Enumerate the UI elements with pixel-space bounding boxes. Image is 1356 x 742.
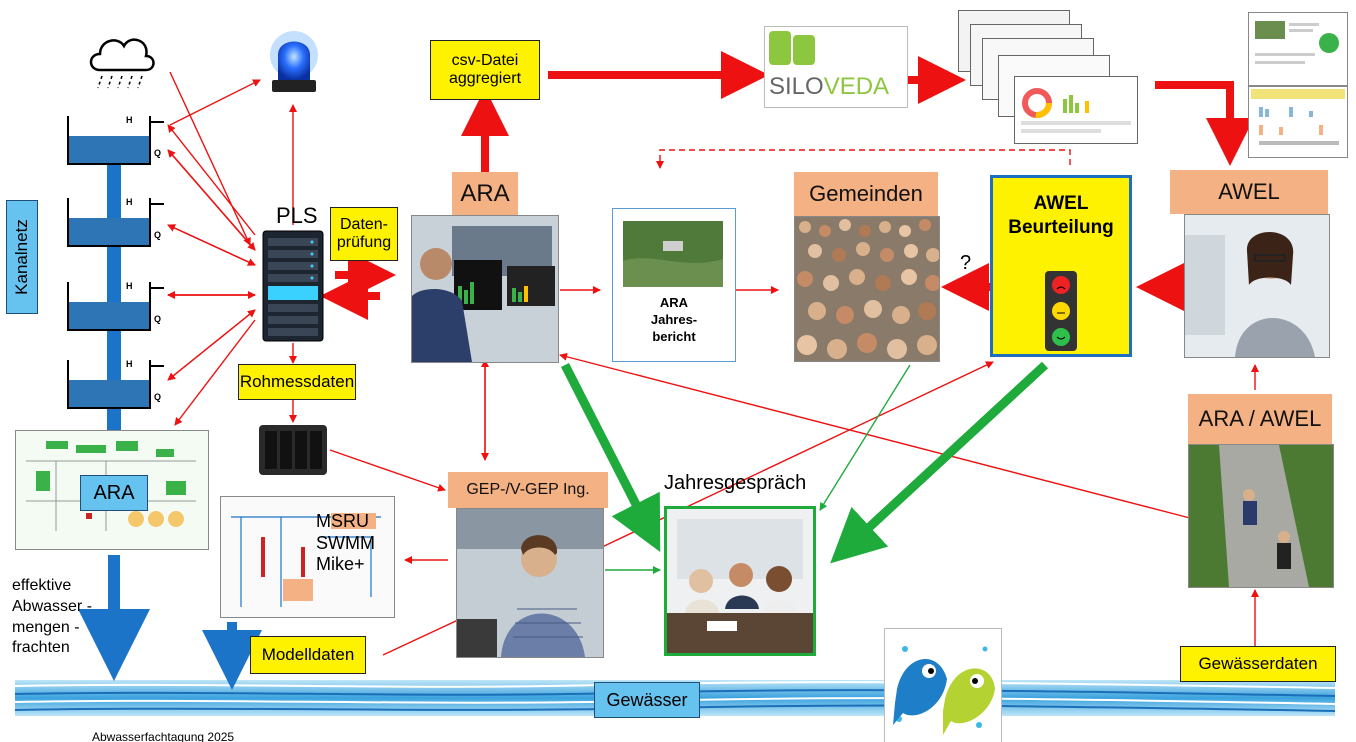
report-line-2: Jahres- (650, 311, 698, 327)
ara-operator-photo (411, 215, 559, 363)
meeting-photo (664, 506, 816, 656)
ara-plant-schematic: ARA (15, 430, 209, 550)
traffic-light-icon (1041, 270, 1081, 352)
ara-awel-title: ARA / AWEL (1188, 394, 1332, 444)
dashboard-stack (958, 10, 1138, 145)
ara-title: ARA (452, 172, 518, 216)
ara-annual-report: ARA Jahres- bericht (612, 208, 736, 362)
csv-aggregated-box: csv-Datei aggregiert (430, 40, 540, 100)
report-line-1: ARA (659, 295, 689, 310)
gep-title: GEP-/V-GEP Ing. (448, 472, 608, 508)
report-page-1 (1248, 12, 1348, 86)
tank-h-label: H (126, 359, 133, 369)
server-rack-icon (262, 230, 324, 342)
fish-icon (884, 628, 1002, 742)
awel-beurteilung-box: AWEL Beurteilung (990, 175, 1132, 357)
storage-box-icon (258, 424, 328, 476)
jahresgespraech-label: Jahresgespräch (664, 472, 807, 494)
footer-text: Abwasserfachtagung 2025 (92, 730, 235, 742)
modelldaten-box: Modelldaten (250, 636, 366, 674)
tank-q-label: Q (154, 314, 162, 324)
datenpruefung-box: Daten-prüfung (330, 207, 398, 261)
cloud-rain-icon (82, 28, 162, 93)
ara-plan-label: ARA (80, 475, 148, 511)
thick-red-arrows (320, 51, 1254, 320)
awel-analyst-photo (1184, 214, 1330, 358)
gewaesser-label: Gewässer (594, 682, 700, 718)
awel-beurteilung-label: AWEL Beurteilung (1008, 193, 1114, 238)
siloveda-logo-text-a: SILO (769, 73, 824, 100)
pls-label: PLS (276, 203, 318, 228)
question-mark: ? (960, 252, 972, 274)
tank-h-label: H (126, 197, 133, 207)
thin-red-arrows (167, 71, 1259, 656)
model-tools-label: MSRU SWMM Mike+ (316, 511, 375, 575)
awel-title: AWEL (1170, 170, 1328, 214)
gemeinden-title: Gemeinden (794, 172, 938, 216)
model-diagram: MSRU SWMM Mike+ (220, 496, 395, 618)
ara-report-title: ARA Jahres- bericht (613, 295, 735, 346)
storage-tank-4: H Q (66, 358, 166, 414)
rohmessdaten-box: Rohmessdaten (238, 364, 356, 400)
tank-h-label: H (126, 115, 133, 125)
tank-h-label: H (126, 281, 133, 291)
kanalnetz-label: Kanalnetz (6, 200, 38, 314)
river-sampling-photo (1188, 444, 1334, 588)
tank-q-label: Q (154, 392, 162, 402)
storage-tank-3: H Q (66, 280, 166, 336)
tank-q-label: Q (154, 230, 162, 240)
thin-green-arrows (605, 364, 911, 574)
siren-light-icon (268, 25, 320, 97)
crowd-photo (794, 216, 940, 362)
siloveda-logo: SILOVEDA (764, 26, 908, 108)
storage-tank-1: H Q (66, 114, 166, 170)
effektive-abwasser-label: effektive Abwasser -mengen -frachten (12, 577, 93, 657)
storage-tank-2: H Q (66, 196, 166, 252)
report-line-3: bericht (652, 328, 696, 344)
gep-engineer-photo (456, 508, 604, 658)
siloveda-logo-text-b: VEDA (823, 73, 890, 100)
report-page-2 (1248, 86, 1348, 158)
gewaesserdaten-box: Gewässerdaten (1180, 646, 1336, 682)
thick-green-arrows (560, 361, 1049, 564)
tank-q-label: Q (154, 148, 162, 158)
